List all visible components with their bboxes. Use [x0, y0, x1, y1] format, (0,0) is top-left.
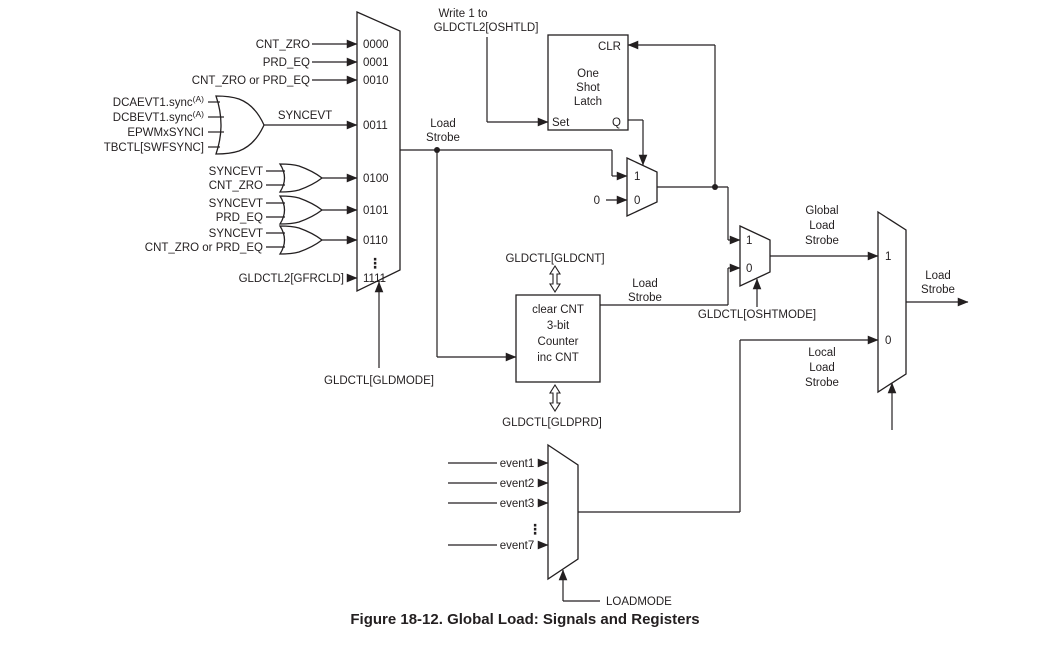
label-q: Q: [612, 117, 621, 129]
label-gfrcld: GLDCTL2[GFRCLD]: [239, 273, 344, 285]
counter-box: [515, 294, 601, 383]
wiring: [208, 37, 969, 602]
label-clr: CLR: [598, 41, 621, 53]
or-gate-0110: [278, 225, 324, 255]
label-prd-eq: PRD_EQ: [263, 57, 310, 69]
main-mux-shape: [356, 11, 401, 293]
label-gldprd: GLDCTL[GLDPRD]: [502, 417, 602, 429]
label-global-3: Strobe: [805, 235, 839, 247]
label-local-3: Strobe: [805, 377, 839, 389]
label-gldmode: GLDCTL[GLDMODE]: [324, 375, 434, 387]
label-loadmode: LOADMODE: [606, 596, 672, 608]
one-shot-latch-box: [547, 34, 629, 131]
oneshot-mux-in1: 1: [634, 171, 640, 183]
label-load-strobe-2: Strobe: [426, 132, 460, 144]
counter-row-4: inc CNT: [537, 352, 579, 364]
gldprd-double-arrow: [549, 383, 561, 413]
label-load-strobe-1: Load: [430, 118, 456, 130]
label-local-2: Load: [809, 362, 835, 374]
blocks: [215, 11, 907, 581]
event-mux-shape: [547, 443, 579, 581]
counter-row-3: Counter: [538, 336, 579, 348]
label-global-2: Load: [809, 220, 835, 232]
label-oneshot-3: Latch: [574, 96, 602, 108]
counter-row-1: clear CNT: [532, 304, 584, 316]
gldcnt-double-arrow: [549, 264, 561, 294]
label-gldcnt: GLDCTL[GLDCNT]: [505, 253, 604, 265]
mux-code-0000: 0000: [363, 39, 389, 51]
figure-caption: Figure 18-12. Global Load: Signals and R…: [350, 611, 699, 628]
label-write1-line2: GLDCTL2[OSHTLD]: [434, 22, 539, 34]
event-ellipsis: ⋮: [528, 521, 542, 537]
label-cnt-zro: CNT_ZRO: [256, 39, 310, 51]
oneshot-gating-mux-shape: [626, 156, 658, 218]
mux-code-1111: 1111: [363, 273, 386, 285]
label-dcbevt1-sync: DCBEVT1.sync(A): [113, 109, 204, 124]
junction-load-strobe: [434, 147, 440, 153]
oshtmode-mux-shape: [739, 224, 771, 288]
label-local-1: Local: [808, 347, 836, 359]
label-syncevt-out: SYNCEVT: [278, 110, 332, 122]
mux-code-0010: 0010: [363, 75, 389, 87]
label-oneshot-2: Shot: [576, 82, 600, 94]
counter-row-2: 3-bit: [547, 320, 570, 332]
label-oshtmode: GLDCTL[OSHTMODE]: [698, 309, 816, 321]
label-event1: event1: [500, 458, 535, 470]
mux-code-0100: 0100: [363, 173, 389, 185]
labels: CNT_ZRO PRD_EQ CNT_ZRO or PRD_EQ DCAEVT1…: [104, 8, 955, 628]
label-or1-in1: SYNCEVT: [209, 166, 263, 178]
sync-or-gate: [215, 95, 265, 155]
out-mux-in0: 0: [885, 335, 891, 347]
label-or1-in2: CNT_ZRO: [209, 180, 263, 192]
oshtmode-mux-in0: 0: [746, 263, 752, 275]
label-counter-strobe-2: Strobe: [628, 292, 662, 304]
junction-clr-feedback: [712, 184, 718, 190]
output-mux-shape: [877, 210, 907, 394]
label-set: Set: [552, 117, 570, 129]
or-gate-0101: [278, 195, 324, 225]
oneshot-mux-in0: 0: [634, 195, 640, 207]
label-or3-in1: SYNCEVT: [209, 228, 263, 240]
out-mux-in1: 1: [885, 251, 891, 263]
label-event7: event7: [500, 540, 535, 552]
label-write1-line1: Write 1 to: [439, 8, 488, 20]
label-global-1: Global: [805, 205, 838, 217]
label-tbctl-swfsync: TBCTL[SWFSYNC]: [104, 142, 204, 154]
mux-code-0101: 0101: [363, 205, 389, 217]
mux-code-0001: 0001: [363, 57, 389, 69]
label-epwmxsynci: EPWMxSYNCI: [127, 127, 204, 139]
or-gate-0100: [278, 163, 324, 193]
label-const0: 0: [594, 195, 600, 207]
mux-ellipsis: ⋮: [368, 255, 382, 271]
oshtmode-mux-in1: 1: [746, 235, 752, 247]
label-cnt-zro-or-prd-eq: CNT_ZRO or PRD_EQ: [192, 75, 310, 87]
mux-code-0110: 0110: [363, 235, 388, 247]
label-or2-in1: SYNCEVT: [209, 198, 263, 210]
label-or3-in2: CNT_ZRO or PRD_EQ: [145, 242, 263, 254]
label-final-strobe-2: Strobe: [921, 284, 955, 296]
label-event3: event3: [500, 498, 535, 510]
label-oneshot-1: One: [577, 68, 599, 80]
label-final-strobe-1: Load: [925, 270, 951, 282]
mux-code-0011: 0011: [363, 120, 388, 132]
label-or2-in2: PRD_EQ: [216, 212, 263, 224]
label-dcaevt1-sync: DCAEVT1.sync(A): [113, 94, 204, 109]
label-event2: event2: [500, 478, 535, 490]
label-counter-strobe-1: Load: [632, 278, 658, 290]
